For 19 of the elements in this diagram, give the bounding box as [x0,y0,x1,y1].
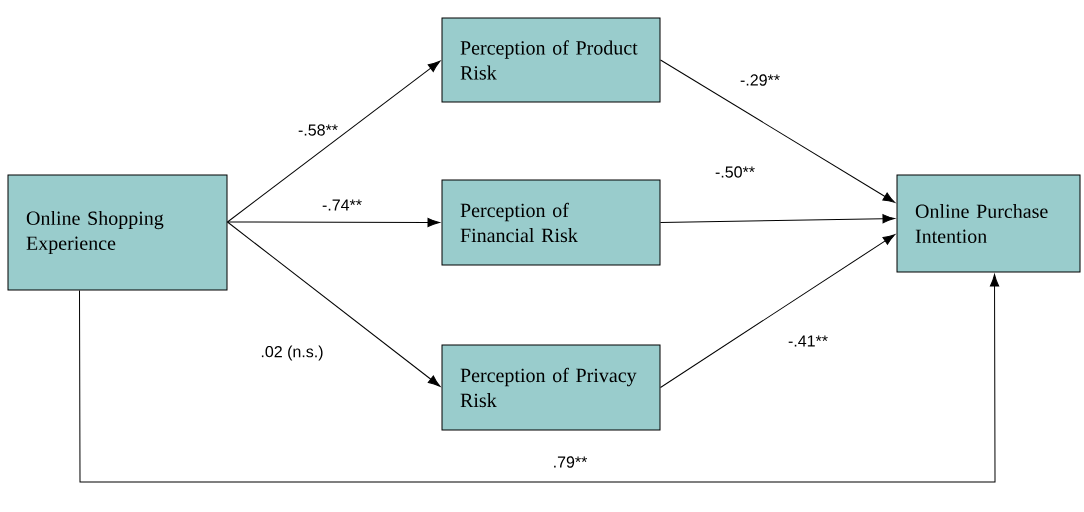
arrow [227,217,440,228]
box: Perception of Privacy Risk [441,344,661,431]
edge-label: -.74** [321,198,363,212]
arrow [227,60,441,223]
arrow [79,274,1000,483]
edge-label: -.58** [297,123,339,137]
edge-label: -.29** [739,73,781,87]
edge-label: .79** [551,455,589,469]
box: Perception of Financial Risk [441,179,661,266]
arrow [660,234,896,388]
arrow [660,59,896,203]
box: Online Shopping Experience [7,174,228,291]
arrow [660,214,895,224]
edge-label: .02 (n.s.) [259,344,325,362]
edge-label: -.50** [714,165,756,179]
box: Online Purchase Intention [896,174,1081,273]
arrow [227,221,441,387]
box: Perception of Product Risk [441,17,661,103]
edge-label: -.41** [787,334,829,348]
